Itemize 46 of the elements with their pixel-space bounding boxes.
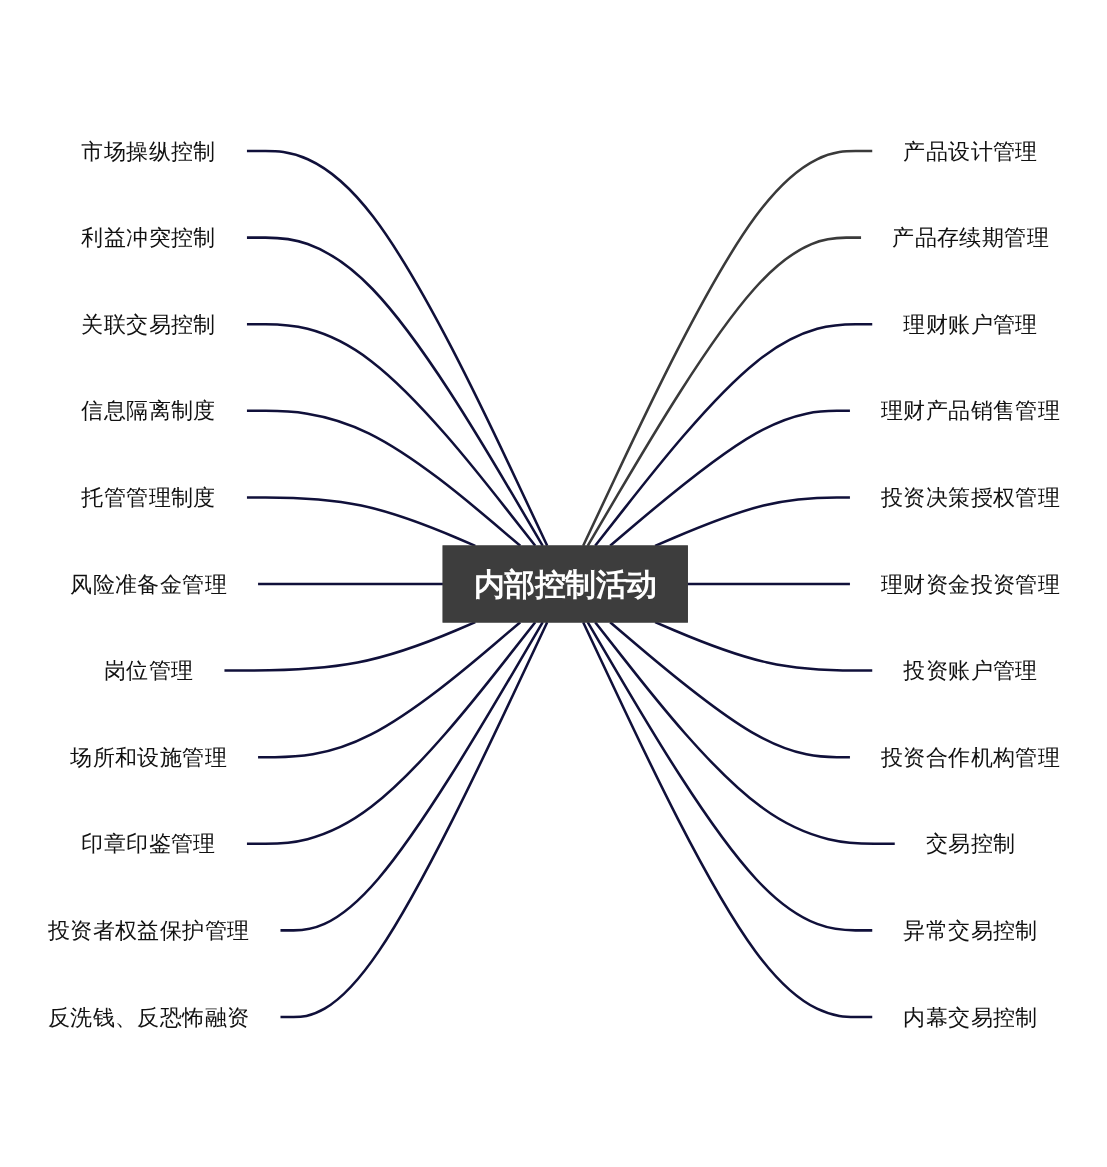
node-text: 关联交易控制: [80, 311, 216, 337]
connector: [245, 620, 536, 845]
connector: [245, 235, 544, 546]
connector: [245, 495, 476, 547]
connector: [654, 620, 873, 672]
node-text: 理财产品销售管理: [880, 397, 1060, 424]
node-text: 产品设计管理: [902, 137, 1038, 164]
node-text: 投资合作机构管理: [880, 743, 1060, 770]
node-text: 产品存续期管理: [891, 224, 1049, 250]
connector: [593, 322, 873, 547]
node-text: 理财资金投资管理: [880, 570, 1060, 597]
mind-map: 内部控制活动 市场操纵控制 利益冲突控制 关联交易控制 信息隔离制度 托管管理制度 风险准备金管理 岗位管理 场所和设施管理 印章印鉴管理 投资者权益保护管理 反洗钱、反恐怖融资 产品设计管理 产品存续期管理 理财账户管理 理财产品销售管理 投资决策授权管理 理财资金投资管理 投资账户管理 投资合作机构管理 交易控制 异常交易控制 内幕交易控制: [8, 8, 1099, 1159]
node-text: 风险准备金管理: [69, 570, 227, 597]
connector: [279, 621, 544, 932]
connector: [593, 620, 895, 845]
connector: [257, 582, 443, 585]
connector: [686, 582, 850, 585]
node-text: 投资者权益保护管理: [47, 917, 249, 943]
node-text: 内幕交易控制: [902, 1003, 1038, 1030]
node-text: 岗位管理: [103, 657, 193, 683]
connector: [245, 409, 521, 547]
connector: [608, 620, 850, 758]
node-text: 信息隔离制度: [80, 397, 216, 424]
connector: [223, 620, 476, 672]
node-text: 场所和设施管理: [69, 743, 227, 770]
node-text: 反洗钱、反恐怖融资: [47, 1003, 249, 1030]
connector: [581, 621, 873, 1018]
node-text: 交易控制: [925, 830, 1015, 856]
node-text: 利益冲突控制: [80, 224, 216, 250]
connector: [257, 620, 521, 758]
connector: [654, 495, 850, 547]
node-text: 理财账户管理: [902, 311, 1038, 337]
node-text: 印章印鉴管理: [80, 830, 216, 856]
node-text: 投资决策授权管理: [880, 484, 1060, 510]
connector: [586, 235, 862, 546]
node-box: [441, 544, 688, 623]
node-text: 投资账户管理: [902, 657, 1038, 683]
connector: [245, 322, 536, 547]
connector: [608, 409, 850, 547]
connector: [279, 621, 548, 1018]
node-text: 异常交易控制: [902, 917, 1038, 943]
node-text: 托管管理制度: [80, 484, 216, 510]
connector: [581, 149, 873, 546]
node-text: 市场操纵控制: [80, 137, 216, 164]
connector: [245, 149, 548, 546]
connector: [586, 621, 873, 932]
